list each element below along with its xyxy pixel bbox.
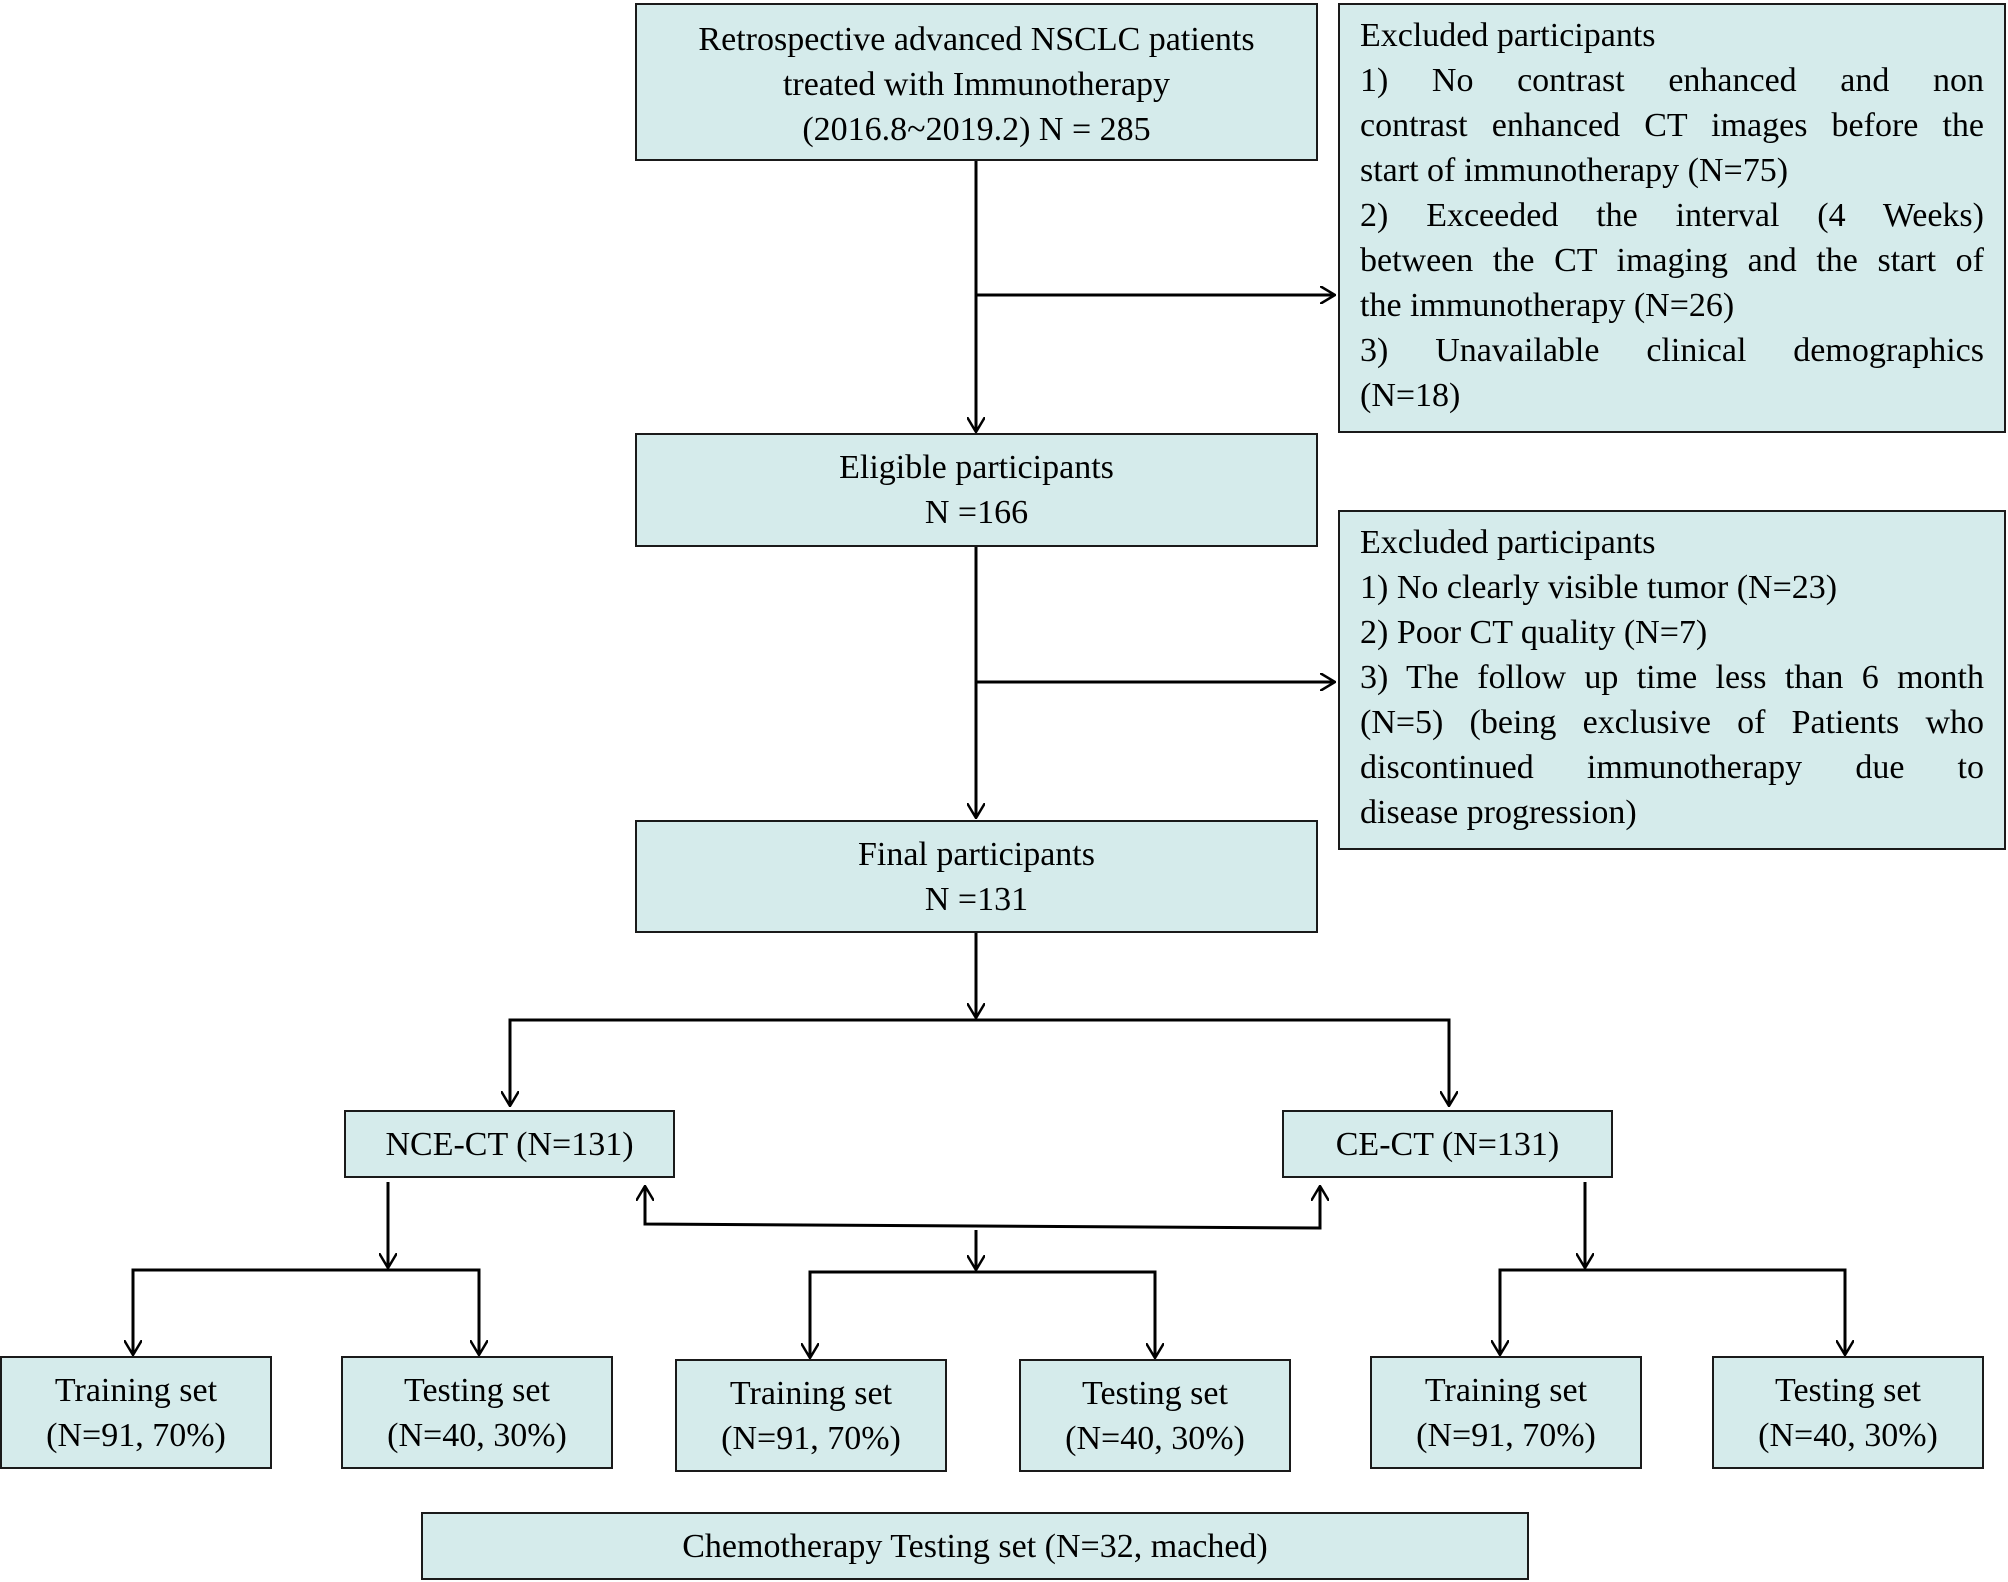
exclusion2-line: 3) The follow up time less than 6 month	[1360, 659, 1984, 696]
set-count: (N=91, 70%)	[1416, 1417, 1596, 1454]
nce-ct-label: NCE-CT (N=131)	[385, 1126, 634, 1163]
ce-split-line	[1498, 1268, 1847, 1352]
nce-testing-set-box: Testing set (N=40, 30%)	[341, 1356, 613, 1469]
set-title: Training set	[54, 1372, 218, 1409]
exclusion2-line: 2) Poor CT quality (N=7)	[1360, 614, 1708, 651]
exclusion2-line: disease progression)	[1360, 794, 1637, 831]
eligible-title: Eligible participants	[839, 449, 1114, 486]
combined-testing-set-box: Testing set (N=40, 30%)	[1019, 1359, 1291, 1472]
start-line-2: treated with Immunotherapy	[782, 66, 1171, 103]
set-count: (N=91, 70%)	[46, 1417, 226, 1454]
set-count: (N=40, 30%)	[1758, 1417, 1938, 1454]
combined-split-line	[808, 1270, 1157, 1355]
split-line	[508, 1018, 1451, 1106]
start-line-1: Retrospective advanced NSCLC patients	[698, 21, 1255, 58]
exclusion1-line: (N=18)	[1360, 377, 1461, 414]
set-title: Training set	[1424, 1372, 1588, 1409]
exclusion1-line: 2) Exceeded the interval (4 Weeks)	[1360, 197, 1984, 234]
set-count: (N=91, 70%)	[721, 1420, 901, 1457]
exclusion2-line: 1) No clearly visible tumor (N=23)	[1360, 569, 1838, 606]
exclusion-box-1: Excluded participants 1) No contrast enh…	[1338, 3, 2006, 433]
final-box: Final participants N =131	[635, 820, 1318, 933]
set-count: (N=40, 30%)	[1065, 1420, 1245, 1457]
exclusion2-line: discontinued immunotherapy due to	[1360, 749, 1984, 786]
exclusion1-line: contrast enhanced CT images before the	[1360, 107, 1984, 144]
start-line-3: (2016.8~2019.2) N = 285	[802, 111, 1151, 148]
chemo-label: Chemotherapy Testing set (N=32, mached)	[682, 1528, 1268, 1565]
set-title: Testing set	[1082, 1375, 1228, 1412]
exclusion1-line: start of immunotherapy (N=75)	[1360, 152, 1789, 189]
ce-ct-box: CE-CT (N=131)	[1282, 1110, 1613, 1178]
start-box: Retrospective advanced NSCLC patients tr…	[635, 3, 1318, 161]
exclusion1-line: 1) No contrast enhanced and non	[1360, 62, 1984, 99]
nce-split-line	[131, 1268, 481, 1352]
set-count: (N=40, 30%)	[387, 1417, 567, 1454]
exclusion1-title: Excluded participants	[1360, 17, 1656, 54]
set-title: Testing set	[1775, 1372, 1921, 1409]
exclusion-box-2: Excluded participants 1) No clearly visi…	[1338, 510, 2006, 850]
chemotherapy-testing-set-box: Chemotherapy Testing set (N=32, mached)	[421, 1512, 1529, 1580]
final-count: N =131	[924, 881, 1029, 918]
ce-testing-set-box: Testing set (N=40, 30%)	[1712, 1356, 1984, 1469]
nce-training-set-box: Training set (N=91, 70%)	[0, 1356, 272, 1469]
exclusion2-line: (N=5) (being exclusive of Patients who	[1360, 704, 1984, 741]
set-title: Training set	[729, 1375, 893, 1412]
exclusion1-line: between the CT imaging and the start of	[1360, 242, 1984, 279]
exclusion2-title: Excluded participants	[1360, 524, 1656, 561]
ce-ct-label: CE-CT (N=131)	[1335, 1126, 1560, 1163]
final-title: Final participants	[857, 836, 1095, 873]
combined-bracket	[643, 1186, 1322, 1230]
exclusion1-line: 3) Unavailable clinical demographics	[1360, 332, 1984, 369]
eligible-count: N =166	[924, 494, 1029, 531]
exclusion1-line: the immunotherapy (N=26)	[1360, 287, 1735, 324]
ce-training-set-box: Training set (N=91, 70%)	[1370, 1356, 1642, 1469]
nce-ct-box: NCE-CT (N=131)	[344, 1110, 675, 1178]
eligible-box: Eligible participants N =166	[635, 433, 1318, 547]
combined-training-set-box: Training set (N=91, 70%)	[675, 1359, 947, 1472]
set-title: Testing set	[404, 1372, 550, 1409]
